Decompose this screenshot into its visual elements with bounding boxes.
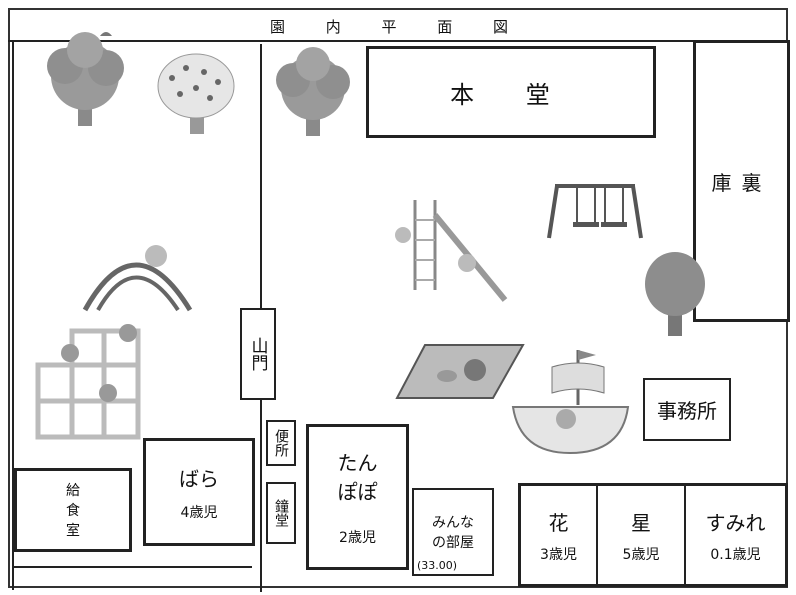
ship-icon bbox=[511, 350, 630, 455]
minna-line2: の部屋 bbox=[432, 535, 474, 551]
kyushoku-line3: 室 bbox=[66, 523, 80, 539]
sumire-age: 0.1歳児 bbox=[710, 546, 761, 563]
swing-icon bbox=[547, 184, 643, 239]
benjo-label: 便所 bbox=[273, 429, 289, 457]
tanpopo-line2: ぽぽ bbox=[337, 480, 378, 504]
left-wall bbox=[12, 42, 14, 590]
kuri-label: 庫裏 bbox=[711, 170, 772, 195]
jimusho-label: 事務所 bbox=[657, 399, 717, 423]
sumire-name: すみれ bbox=[705, 510, 766, 535]
hondo-main-hall: 本 堂 bbox=[366, 46, 656, 138]
tanpopo-line1: たん bbox=[337, 451, 378, 475]
minna-line1: みんな bbox=[432, 515, 474, 531]
minna-room: みんな の部屋 (33.00) bbox=[412, 488, 494, 576]
tree-icon bbox=[645, 252, 705, 336]
hoshi-classroom: 星 5歳児 bbox=[598, 486, 686, 584]
title-divider bbox=[8, 40, 788, 42]
hoshi-age: 5歳児 bbox=[622, 546, 660, 563]
sanmon-gate: 山門 bbox=[240, 308, 276, 400]
shodo-bell-tower: 鐘堂 bbox=[266, 482, 296, 544]
jimusho-office: 事務所 bbox=[643, 378, 731, 441]
bottom-left-line bbox=[12, 566, 252, 568]
sumire-classroom: すみれ 0.1歳児 bbox=[686, 486, 785, 584]
hana-name: 花 bbox=[548, 510, 569, 535]
hana-classroom: 花 3歳児 bbox=[521, 486, 598, 584]
tree-icon bbox=[47, 32, 124, 126]
classroom-block-east: 花 3歳児 星 5歳児 すみれ 0.1歳児 bbox=[518, 483, 788, 587]
jungle-gym-icon bbox=[35, 324, 141, 440]
tanpopo-classroom: たん ぽぽ 2歳児 bbox=[306, 424, 409, 570]
cherry-tree-icon bbox=[157, 53, 235, 134]
bara-classroom: ばら 4歳児 bbox=[143, 438, 255, 546]
kyushoku-kitchen: 給 食 室 bbox=[14, 468, 132, 552]
minna-note: (33.00) bbox=[417, 559, 458, 572]
tree-icon bbox=[276, 47, 350, 136]
sanmon-label: 山門 bbox=[247, 337, 268, 371]
hoshi-name: 星 bbox=[631, 510, 651, 535]
slide-icon bbox=[395, 200, 508, 302]
kyushoku-line1: 給 bbox=[66, 483, 80, 499]
tanpopo-age: 2歳児 bbox=[339, 530, 376, 546]
kyushoku-line2: 食 bbox=[66, 503, 80, 519]
kuri-priest-quarters: 庫裏 bbox=[693, 40, 790, 322]
sandbox-icon bbox=[395, 344, 525, 399]
bara-name: ばら bbox=[179, 466, 219, 491]
hana-age: 3歳児 bbox=[540, 546, 577, 563]
benjo-toilet: 便所 bbox=[266, 420, 296, 466]
shodo-label: 鐘堂 bbox=[273, 499, 289, 527]
hondo-label: 本 堂 bbox=[450, 80, 572, 109]
climbing-arch-icon bbox=[82, 245, 193, 312]
bara-age: 4歳児 bbox=[180, 504, 218, 521]
map-title: 園 内 平 面 図 bbox=[269, 18, 527, 36]
